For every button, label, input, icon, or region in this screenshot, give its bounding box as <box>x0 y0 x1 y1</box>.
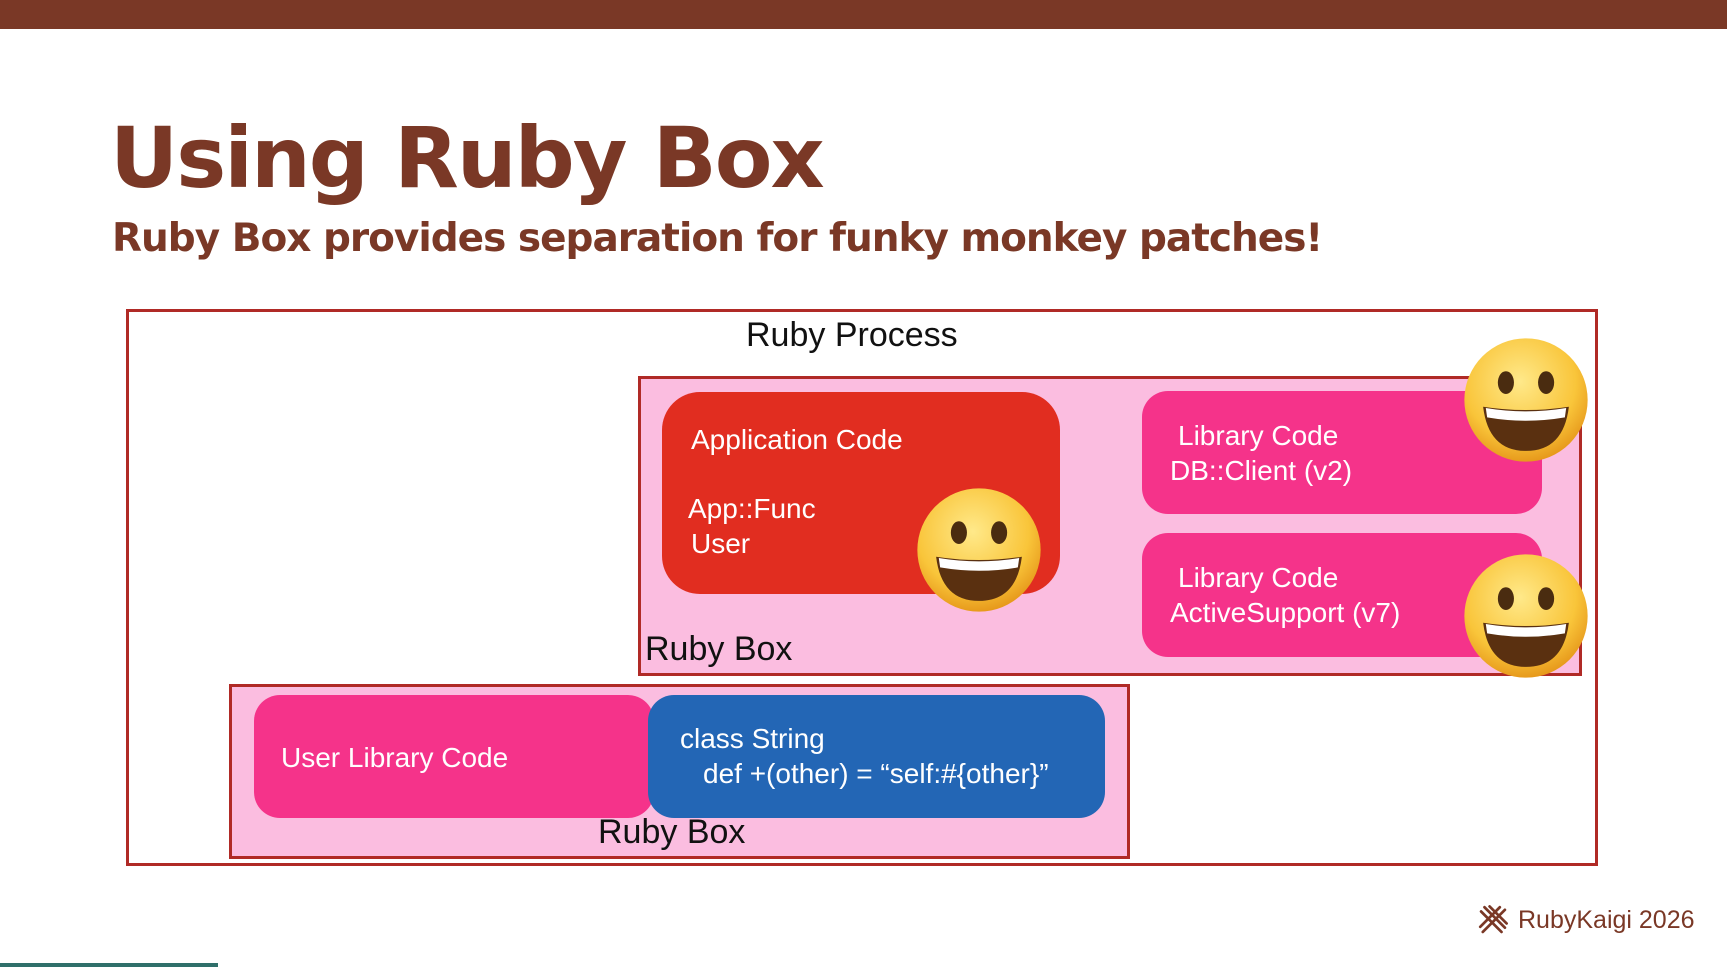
rubykaigi-brand-text: RubyKaigi 2026 <box>1518 905 1695 934</box>
application-code-line-user: User <box>691 528 751 559</box>
slide-subtitle: Ruby Box provides separation for funky m… <box>112 216 1323 261</box>
library-code-name: ActiveSupport (v7) <box>1170 597 1401 628</box>
rubykaigi-logo-icon <box>1478 905 1508 934</box>
library-code-heading: Library Code <box>1178 562 1339 593</box>
slide-title: Using Ruby Box <box>110 109 825 207</box>
library-code-heading: Library Code <box>1178 420 1339 451</box>
monkey-patch-line-class: class String <box>680 723 825 754</box>
ruby-process-label: Ruby Process <box>746 316 958 354</box>
monkey-patch-card: class String def +(other) = “self:#{othe… <box>648 695 1105 818</box>
user-library-code-card: User Library Code <box>254 695 654 818</box>
ruby-box-label: Ruby Box <box>645 630 793 668</box>
grinning-face-icon <box>912 483 1046 617</box>
user-library-code-label: User Library Code <box>281 742 509 773</box>
rubykaigi-brand: RubyKaigi 2026 <box>1476 900 1695 940</box>
application-code-heading: Application Code <box>691 424 903 455</box>
bottom-accent-bar <box>0 963 218 967</box>
ruby-box-label: Ruby Box <box>598 813 746 851</box>
monkey-patch-line-def: def +(other) = “self:#{other}” <box>703 758 1049 789</box>
grinning-face-icon <box>1459 333 1593 467</box>
library-code-name: DB::Client (v2) <box>1170 455 1353 486</box>
application-code-line-func: App::Func <box>688 493 816 524</box>
grinning-face-icon <box>1459 549 1593 683</box>
top-bar <box>0 0 1727 29</box>
